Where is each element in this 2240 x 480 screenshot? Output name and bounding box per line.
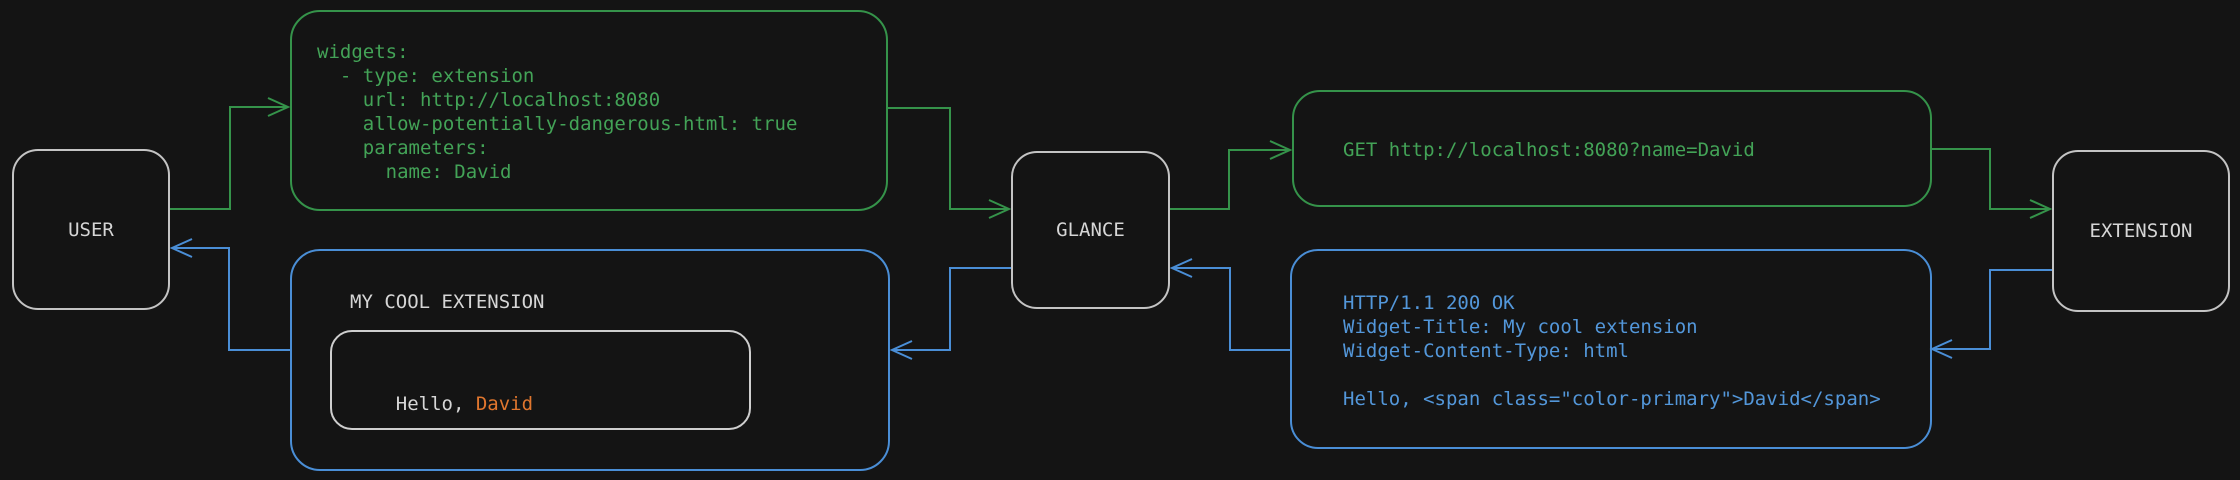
- arrow-extension-to-response: [1929, 269, 2052, 359]
- arrow-config-to-glance: [888, 107, 1012, 219]
- glance-node-label: GLANCE: [1056, 219, 1125, 241]
- widget-content-frame: [330, 330, 751, 430]
- arrow-user-to-config: [170, 97, 291, 210]
- extension-node: EXTENSION: [2052, 150, 2230, 312]
- yaml-config-code: widgets: - type: extension url: http://l…: [317, 41, 798, 183]
- greeting-prefix: Hello,: [395, 393, 476, 415]
- user-node: USER: [12, 149, 170, 310]
- arrow-request-to-extension: [1930, 148, 2053, 219]
- glance-node: GLANCE: [1011, 151, 1170, 309]
- greeting-name: David: [475, 393, 534, 415]
- yaml-config-box: [290, 10, 888, 211]
- http-request-box: [1292, 90, 1932, 207]
- http-request-code: GET http://localhost:8080?name=David: [1343, 139, 1755, 161]
- arrow-glance-to-request: [1170, 140, 1293, 210]
- widget-preview-title: MY COOL EXTENSION: [350, 291, 545, 313]
- widget-greeting-text: Hello, David: [350, 368, 533, 440]
- user-node-label: USER: [68, 218, 114, 241]
- arrow-widget-to-user: [169, 238, 290, 351]
- arrow-response-to-glance: [1169, 258, 1290, 351]
- arrow-glance-to-widget: [889, 267, 1011, 360]
- widget-preview-box: [290, 249, 890, 471]
- extension-node-label: EXTENSION: [2089, 220, 2193, 242]
- http-response-code: HTTP/1.1 200 OK Widget-Title: My cool ex…: [1343, 292, 1881, 410]
